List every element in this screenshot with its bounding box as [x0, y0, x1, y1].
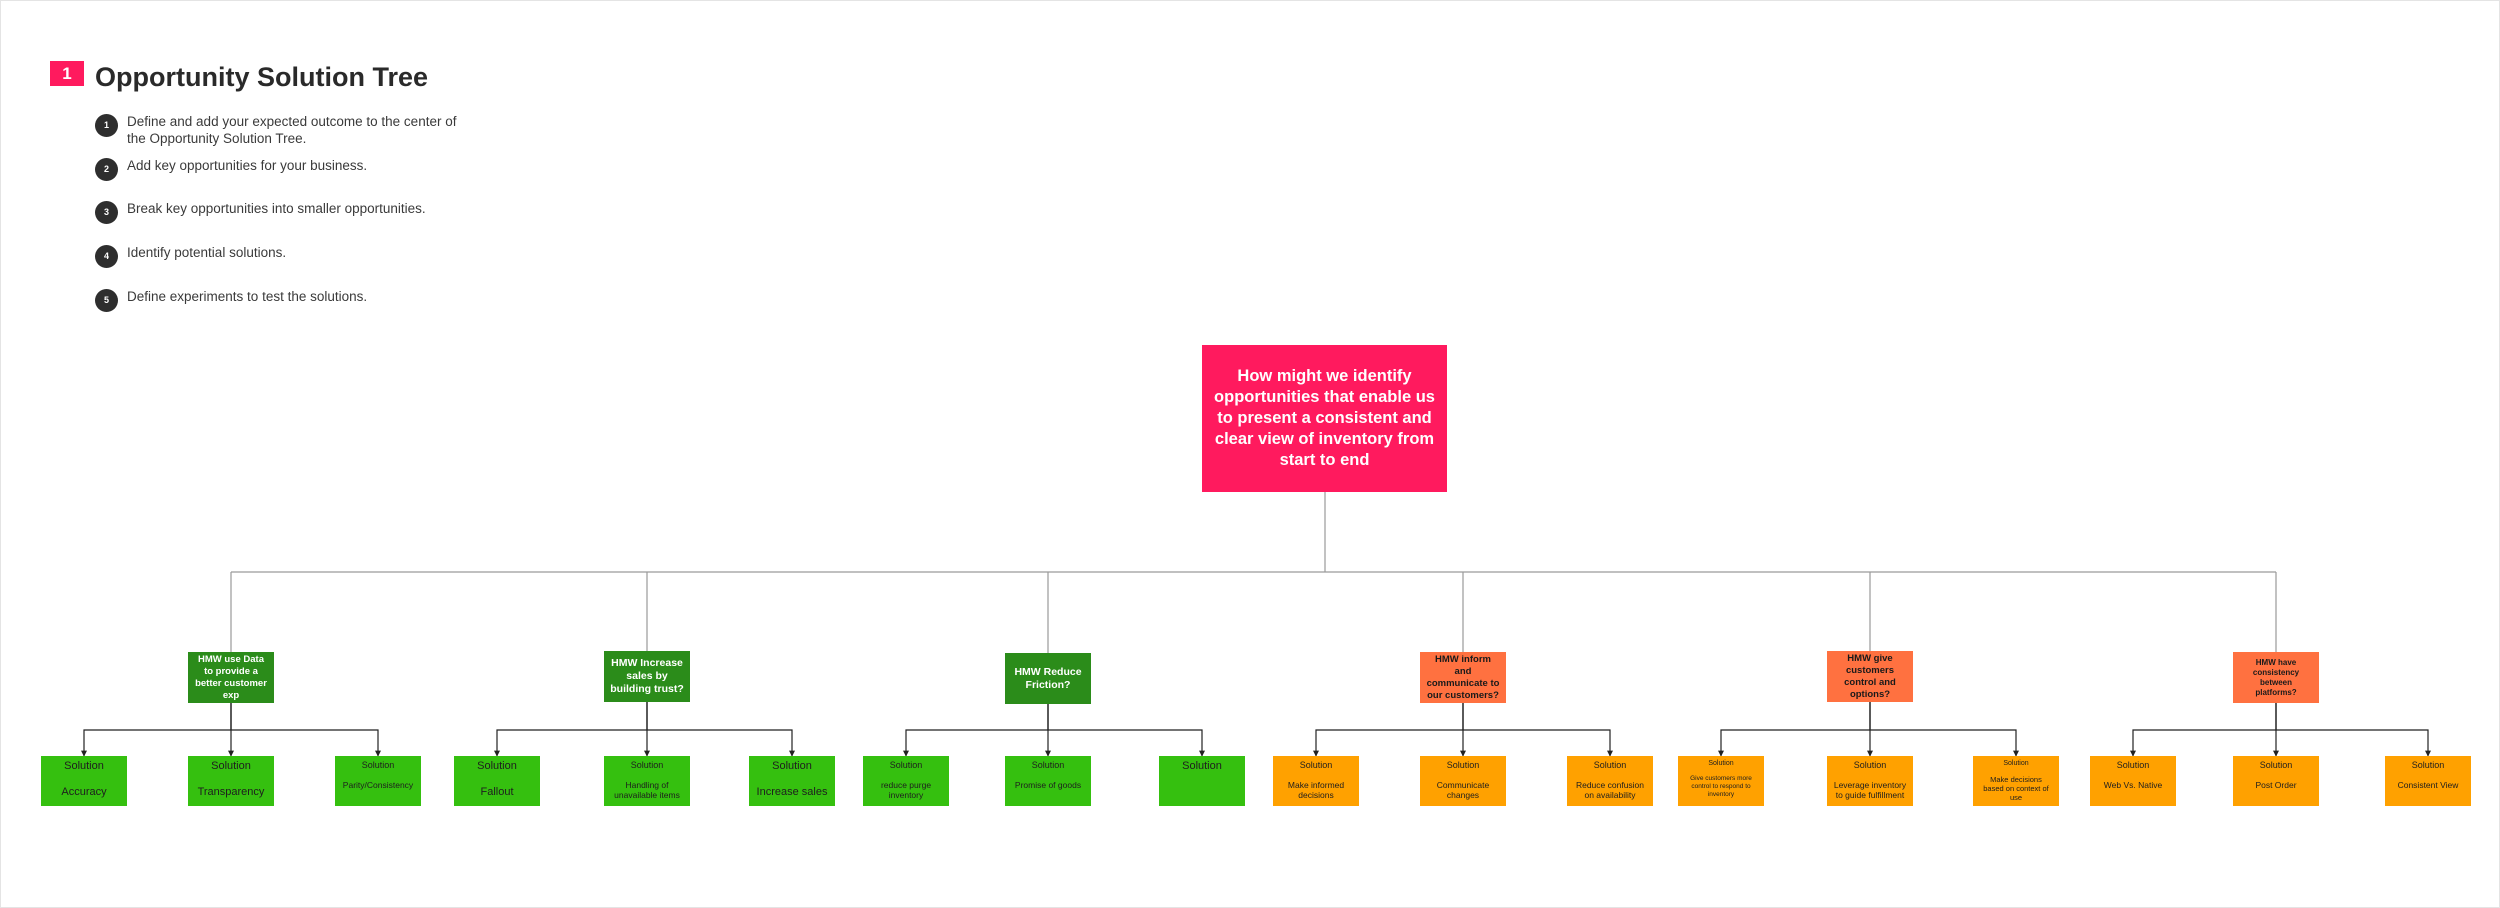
- solution-detail: reduce purge inventory: [880, 780, 932, 800]
- outcome-node[interactable]: How might we identify opportunities that…: [1202, 345, 1447, 492]
- solution-node[interactable]: Solution Leverage inventory to guide ful…: [1827, 756, 1913, 806]
- solution-detail: Increase sales: [756, 786, 828, 798]
- solution-heading: Solution: [772, 760, 812, 772]
- step-text: Define experiments to test the solutions…: [127, 289, 368, 304]
- solution-detail: Reduce confusion on availability: [1575, 780, 1645, 800]
- opportunity-node[interactable]: HMW Increase sales by building trust?: [604, 651, 690, 702]
- solution-heading: Solution: [2259, 760, 2293, 770]
- opportunity-node[interactable]: HMW use Data to provide a better custome…: [188, 652, 274, 703]
- solution-heading: Solution: [64, 760, 104, 772]
- solution-heading: Solution: [2003, 760, 2029, 767]
- step-text: Define and add your expected outcome to …: [127, 114, 457, 146]
- solution-heading: Solution: [1853, 760, 1887, 770]
- page-title: Opportunity Solution Tree: [95, 62, 428, 92]
- solution-heading: Solution: [1182, 760, 1222, 772]
- solution-detail: Make informed decisions: [1287, 780, 1345, 800]
- solution-detail: Post Order: [2255, 780, 2297, 790]
- solution-detail: Communicate changes: [1436, 780, 1490, 800]
- solution-node[interactable]: Solution Give customers more control to …: [1678, 756, 1764, 806]
- solution-node[interactable]: Solution Promise of goods: [1005, 756, 1091, 806]
- solution-heading: Solution: [1031, 760, 1065, 770]
- step-text: Identify potential solutions.: [127, 245, 287, 260]
- solution-heading: Solution: [2411, 760, 2445, 770]
- solution-heading: Solution: [361, 760, 395, 770]
- solution-node[interactable]: Solution Parity/Consistency: [335, 756, 421, 806]
- solution-heading: Solution: [211, 760, 251, 772]
- solution-node[interactable]: Solution reduce purge inventory: [863, 756, 949, 806]
- solution-node[interactable]: Solution Communicate changes: [1420, 756, 1506, 806]
- solution-node[interactable]: Solution Fallout: [454, 756, 540, 806]
- step-text: Add key opportunities for your business.: [127, 158, 368, 173]
- solution-detail: Make decisions based on context of use: [1983, 775, 2049, 802]
- solution-detail: Handling of unavailable items: [614, 780, 680, 800]
- step-number: 2: [95, 158, 118, 181]
- solution-heading: Solution: [1446, 760, 1480, 770]
- solution-heading: Solution: [889, 760, 923, 770]
- step-number: 5: [95, 289, 118, 312]
- solution-node[interactable]: Solution Transparency: [188, 756, 274, 806]
- solution-detail: Promise of goods: [1014, 780, 1082, 790]
- step-number: 4: [95, 245, 118, 268]
- solution-detail: Parity/Consistency: [342, 780, 414, 790]
- instruction-step-2: 2 Add key opportunities for your busines…: [95, 158, 495, 198]
- solution-node[interactable]: Solution Accuracy: [41, 756, 127, 806]
- solution-heading: Solution: [1708, 760, 1734, 767]
- step-number: 1: [95, 114, 118, 137]
- solution-node[interactable]: Solution Make decisions based on context…: [1973, 756, 2059, 806]
- solution-node[interactable]: Solution: [1159, 756, 1245, 806]
- instruction-step-1: 1 Define and add your expected outcome t…: [95, 114, 495, 154]
- solution-heading: Solution: [2116, 760, 2150, 770]
- solution-detail: Give customers more control to respond t…: [1690, 775, 1752, 798]
- solution-detail: Fallout: [480, 786, 514, 798]
- solution-detail: Accuracy: [61, 786, 107, 798]
- solution-heading: Solution: [477, 760, 517, 772]
- solution-heading: Solution: [630, 760, 664, 770]
- solution-node[interactable]: Solution Make informed decisions: [1273, 756, 1359, 806]
- instruction-step-5: 5 Define experiments to test the solutio…: [95, 289, 495, 329]
- solution-node[interactable]: Solution Post Order: [2233, 756, 2319, 806]
- step-text: Break key opportunities into smaller opp…: [127, 201, 426, 216]
- solution-node[interactable]: Solution Handling of unavailable items: [604, 756, 690, 806]
- opportunity-node[interactable]: HMW Reduce Friction?: [1005, 653, 1091, 704]
- instruction-step-4: 4 Identify potential solutions.: [95, 245, 495, 285]
- solution-detail: Consistent View: [2397, 780, 2459, 790]
- solution-detail: Web Vs. Native: [2103, 780, 2163, 790]
- step-number: 3: [95, 201, 118, 224]
- opportunity-node[interactable]: HMW have consistency between platforms?: [2233, 652, 2319, 703]
- opportunity-node[interactable]: HMW inform and communicate to our custom…: [1420, 652, 1506, 703]
- solution-node[interactable]: Solution Consistent View: [2385, 756, 2471, 806]
- solution-heading: Solution: [1593, 760, 1627, 770]
- section-number-badge: 1: [50, 61, 84, 86]
- solution-detail: Leverage inventory to guide fulfillment: [1833, 780, 1907, 800]
- solution-node[interactable]: Solution Web Vs. Native: [2090, 756, 2176, 806]
- solution-detail: Transparency: [197, 786, 265, 798]
- solution-node[interactable]: Solution Reduce confusion on availabilit…: [1567, 756, 1653, 806]
- solution-heading: Solution: [1299, 760, 1333, 770]
- opportunity-node[interactable]: HMW give customers control and options?: [1827, 651, 1913, 702]
- solution-node[interactable]: Solution Increase sales: [749, 756, 835, 806]
- instruction-step-3: 3 Break key opportunities into smaller o…: [95, 201, 495, 241]
